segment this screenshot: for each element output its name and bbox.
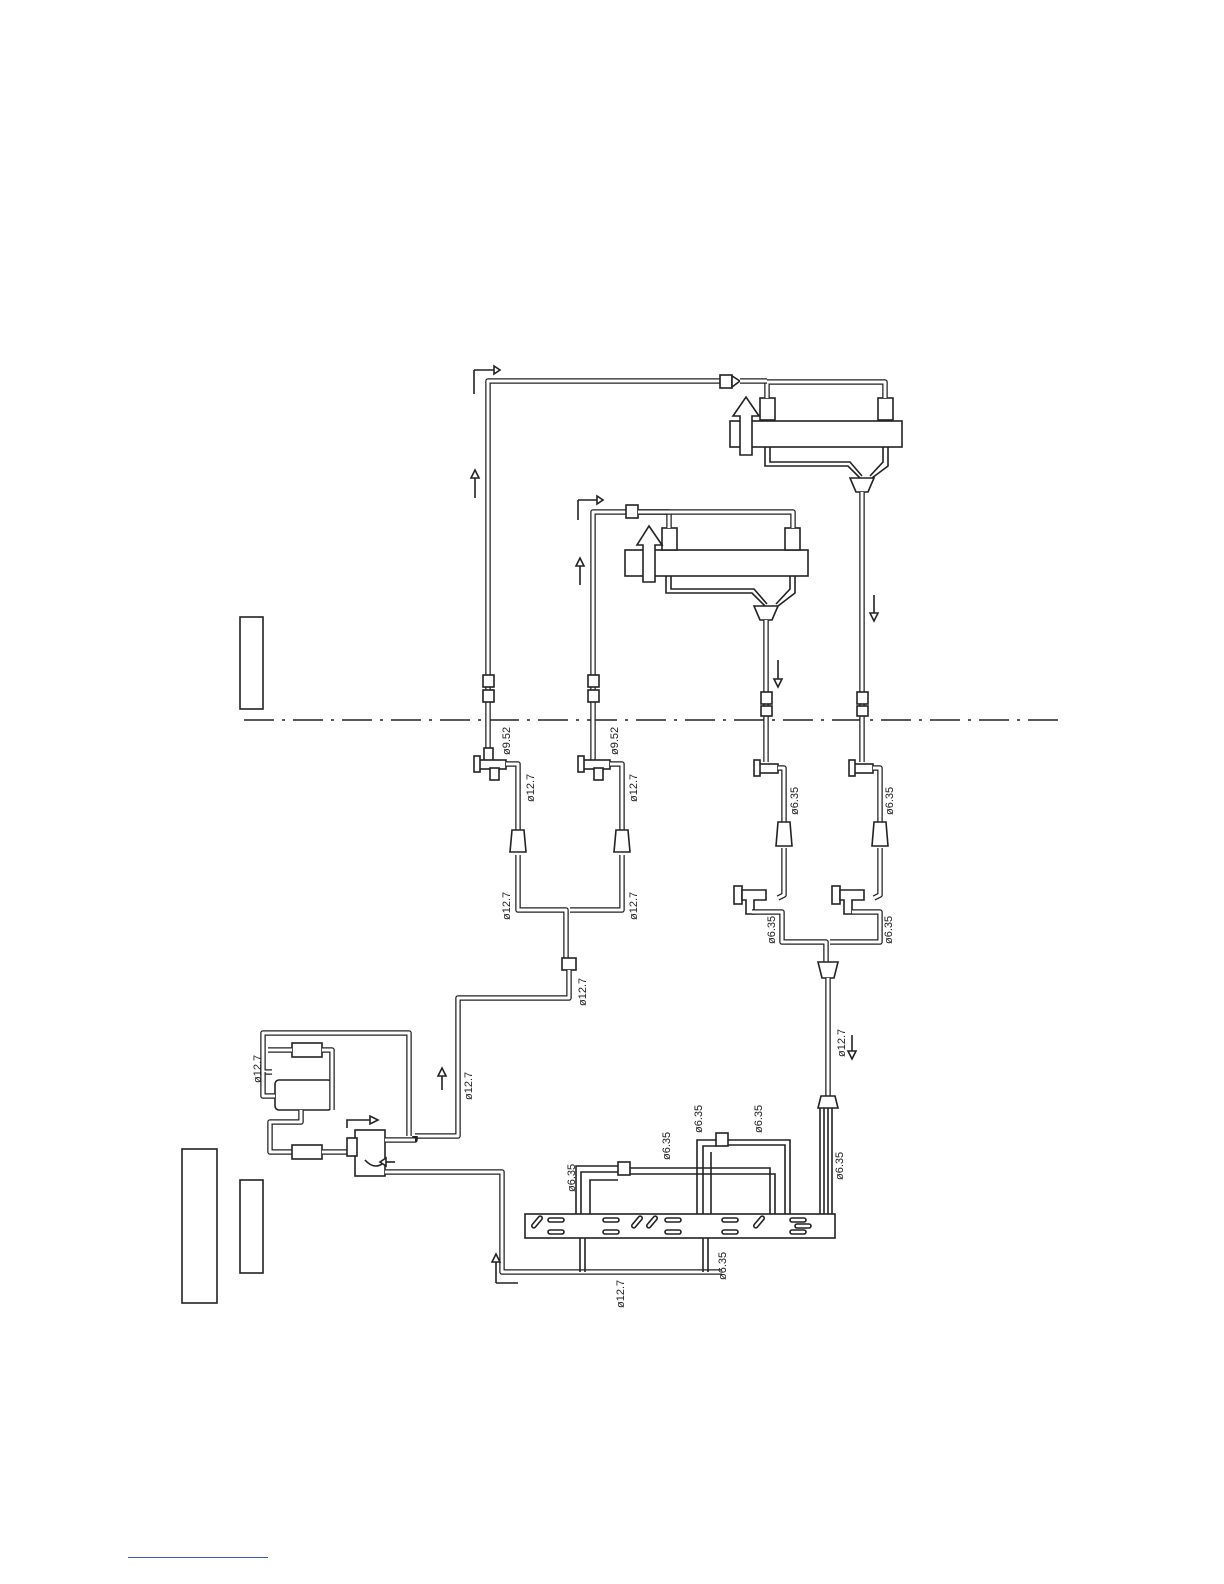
pipe-size-label: ø6.35 xyxy=(789,787,801,815)
indoor-unit-label-box xyxy=(240,617,263,709)
pipe-size-label: ø12.7 xyxy=(463,1072,475,1100)
strainer-gas-2 xyxy=(614,830,630,852)
pipe-size-label: ø12.7 xyxy=(525,774,537,802)
muffler-1 xyxy=(292,1043,322,1057)
pipe-size-label: ø9.52 xyxy=(501,727,513,755)
pipe-size-label: ø6.35 xyxy=(661,1132,673,1160)
strainer-liquid-2 xyxy=(872,822,888,846)
pipe-size-label: ø6.35 xyxy=(834,1152,846,1180)
service-valve-liquid-2 xyxy=(849,760,873,776)
service-valve-liquid-1 xyxy=(754,760,778,776)
four-way-valve xyxy=(347,1116,395,1176)
pipe-size-label: ø12.7 xyxy=(252,1055,264,1083)
pipe-size-label: ø12.7 xyxy=(501,892,513,920)
pipe-size-label: ø6.35 xyxy=(884,787,896,815)
pipe-size-label: ø6.35 xyxy=(753,1105,765,1133)
service-valve-gas-1 xyxy=(474,756,506,780)
pipe-size-label: ø9.52 xyxy=(609,727,621,755)
pipe-size-label: ø6.35 xyxy=(883,916,895,944)
muffler-2 xyxy=(292,1145,322,1159)
pipe-size-label: ø12.7 xyxy=(615,1280,627,1308)
pipe-size-label: ø12.7 xyxy=(836,1029,848,1057)
service-valve-gas-2 xyxy=(578,756,610,780)
strainer-liquid-1 xyxy=(776,822,792,846)
strainer-gas-1 xyxy=(510,830,526,852)
pipe-size-label: ø12.7 xyxy=(577,978,589,1006)
pipe-size-label: ø6.35 xyxy=(693,1105,705,1133)
outdoor-unit-label-box-small xyxy=(240,1180,263,1273)
indoor-heat-exchanger-1 xyxy=(730,382,902,492)
gas-trunk-pipe xyxy=(506,764,622,960)
pipe-size-label: ø12.7 xyxy=(628,774,640,802)
outdoor-heat-exchanger xyxy=(525,1214,835,1238)
pipe-size-label: ø6.35 xyxy=(566,1164,578,1192)
pipe-size-label: ø6.35 xyxy=(766,916,778,944)
gas-pipe-unit-2 xyxy=(593,512,626,762)
compressor xyxy=(275,1080,332,1110)
outdoor-unit-label-box-large xyxy=(182,1149,217,1303)
pipe-size-label: ø12.7 xyxy=(628,892,640,920)
indoor-heat-exchanger-2 xyxy=(625,526,808,620)
pipe-size-label: ø6.35 xyxy=(717,1252,729,1280)
footnote-rule xyxy=(128,1557,268,1558)
distributor xyxy=(818,1096,838,1108)
